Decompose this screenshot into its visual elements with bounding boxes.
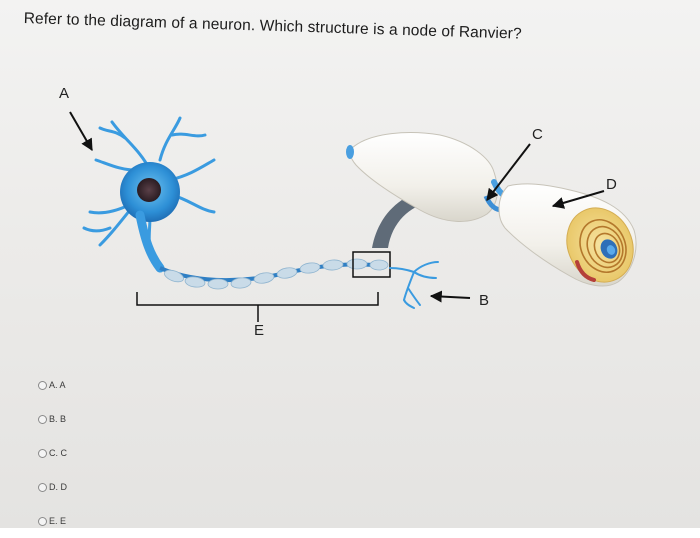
option-label: E. E [49, 516, 67, 526]
option-label: B. B [49, 414, 67, 424]
radio-button[interactable] [38, 516, 47, 526]
radio-button[interactable] [38, 414, 47, 424]
answer-options: A. A B. B C. C D. D E. E [38, 368, 67, 538]
arrow-d [551, 190, 605, 209]
label-a: A [59, 85, 70, 102]
label-b: B [479, 292, 490, 309]
axon-hillock [135, 210, 165, 273]
radio-button[interactable] [38, 380, 47, 390]
arrow-a [69, 111, 93, 152]
option-b[interactable]: B. B [38, 402, 67, 436]
myelin-sheath-zoom [346, 132, 637, 287]
label-e: E [254, 322, 265, 339]
axon-terminals [389, 261, 439, 309]
nucleus [137, 178, 161, 202]
radio-button[interactable] [38, 448, 47, 458]
option-label: C. C [49, 448, 67, 458]
option-label: D. D [49, 482, 67, 492]
arrow-b [429, 290, 471, 303]
option-d[interactable]: D. D [38, 470, 67, 504]
option-c[interactable]: C. C [38, 436, 67, 470]
label-c: C [532, 126, 543, 143]
zoom-box [352, 251, 391, 278]
myelinated-axon [159, 258, 389, 290]
bracket-e [136, 292, 379, 322]
label-d: D [606, 176, 617, 193]
option-label: A. A [49, 380, 66, 390]
radio-button[interactable] [38, 482, 47, 492]
option-e[interactable]: E. E [38, 504, 67, 538]
arrow-c [486, 143, 531, 201]
option-a[interactable]: A. A [38, 368, 67, 402]
neuron-diagram [69, 111, 637, 322]
